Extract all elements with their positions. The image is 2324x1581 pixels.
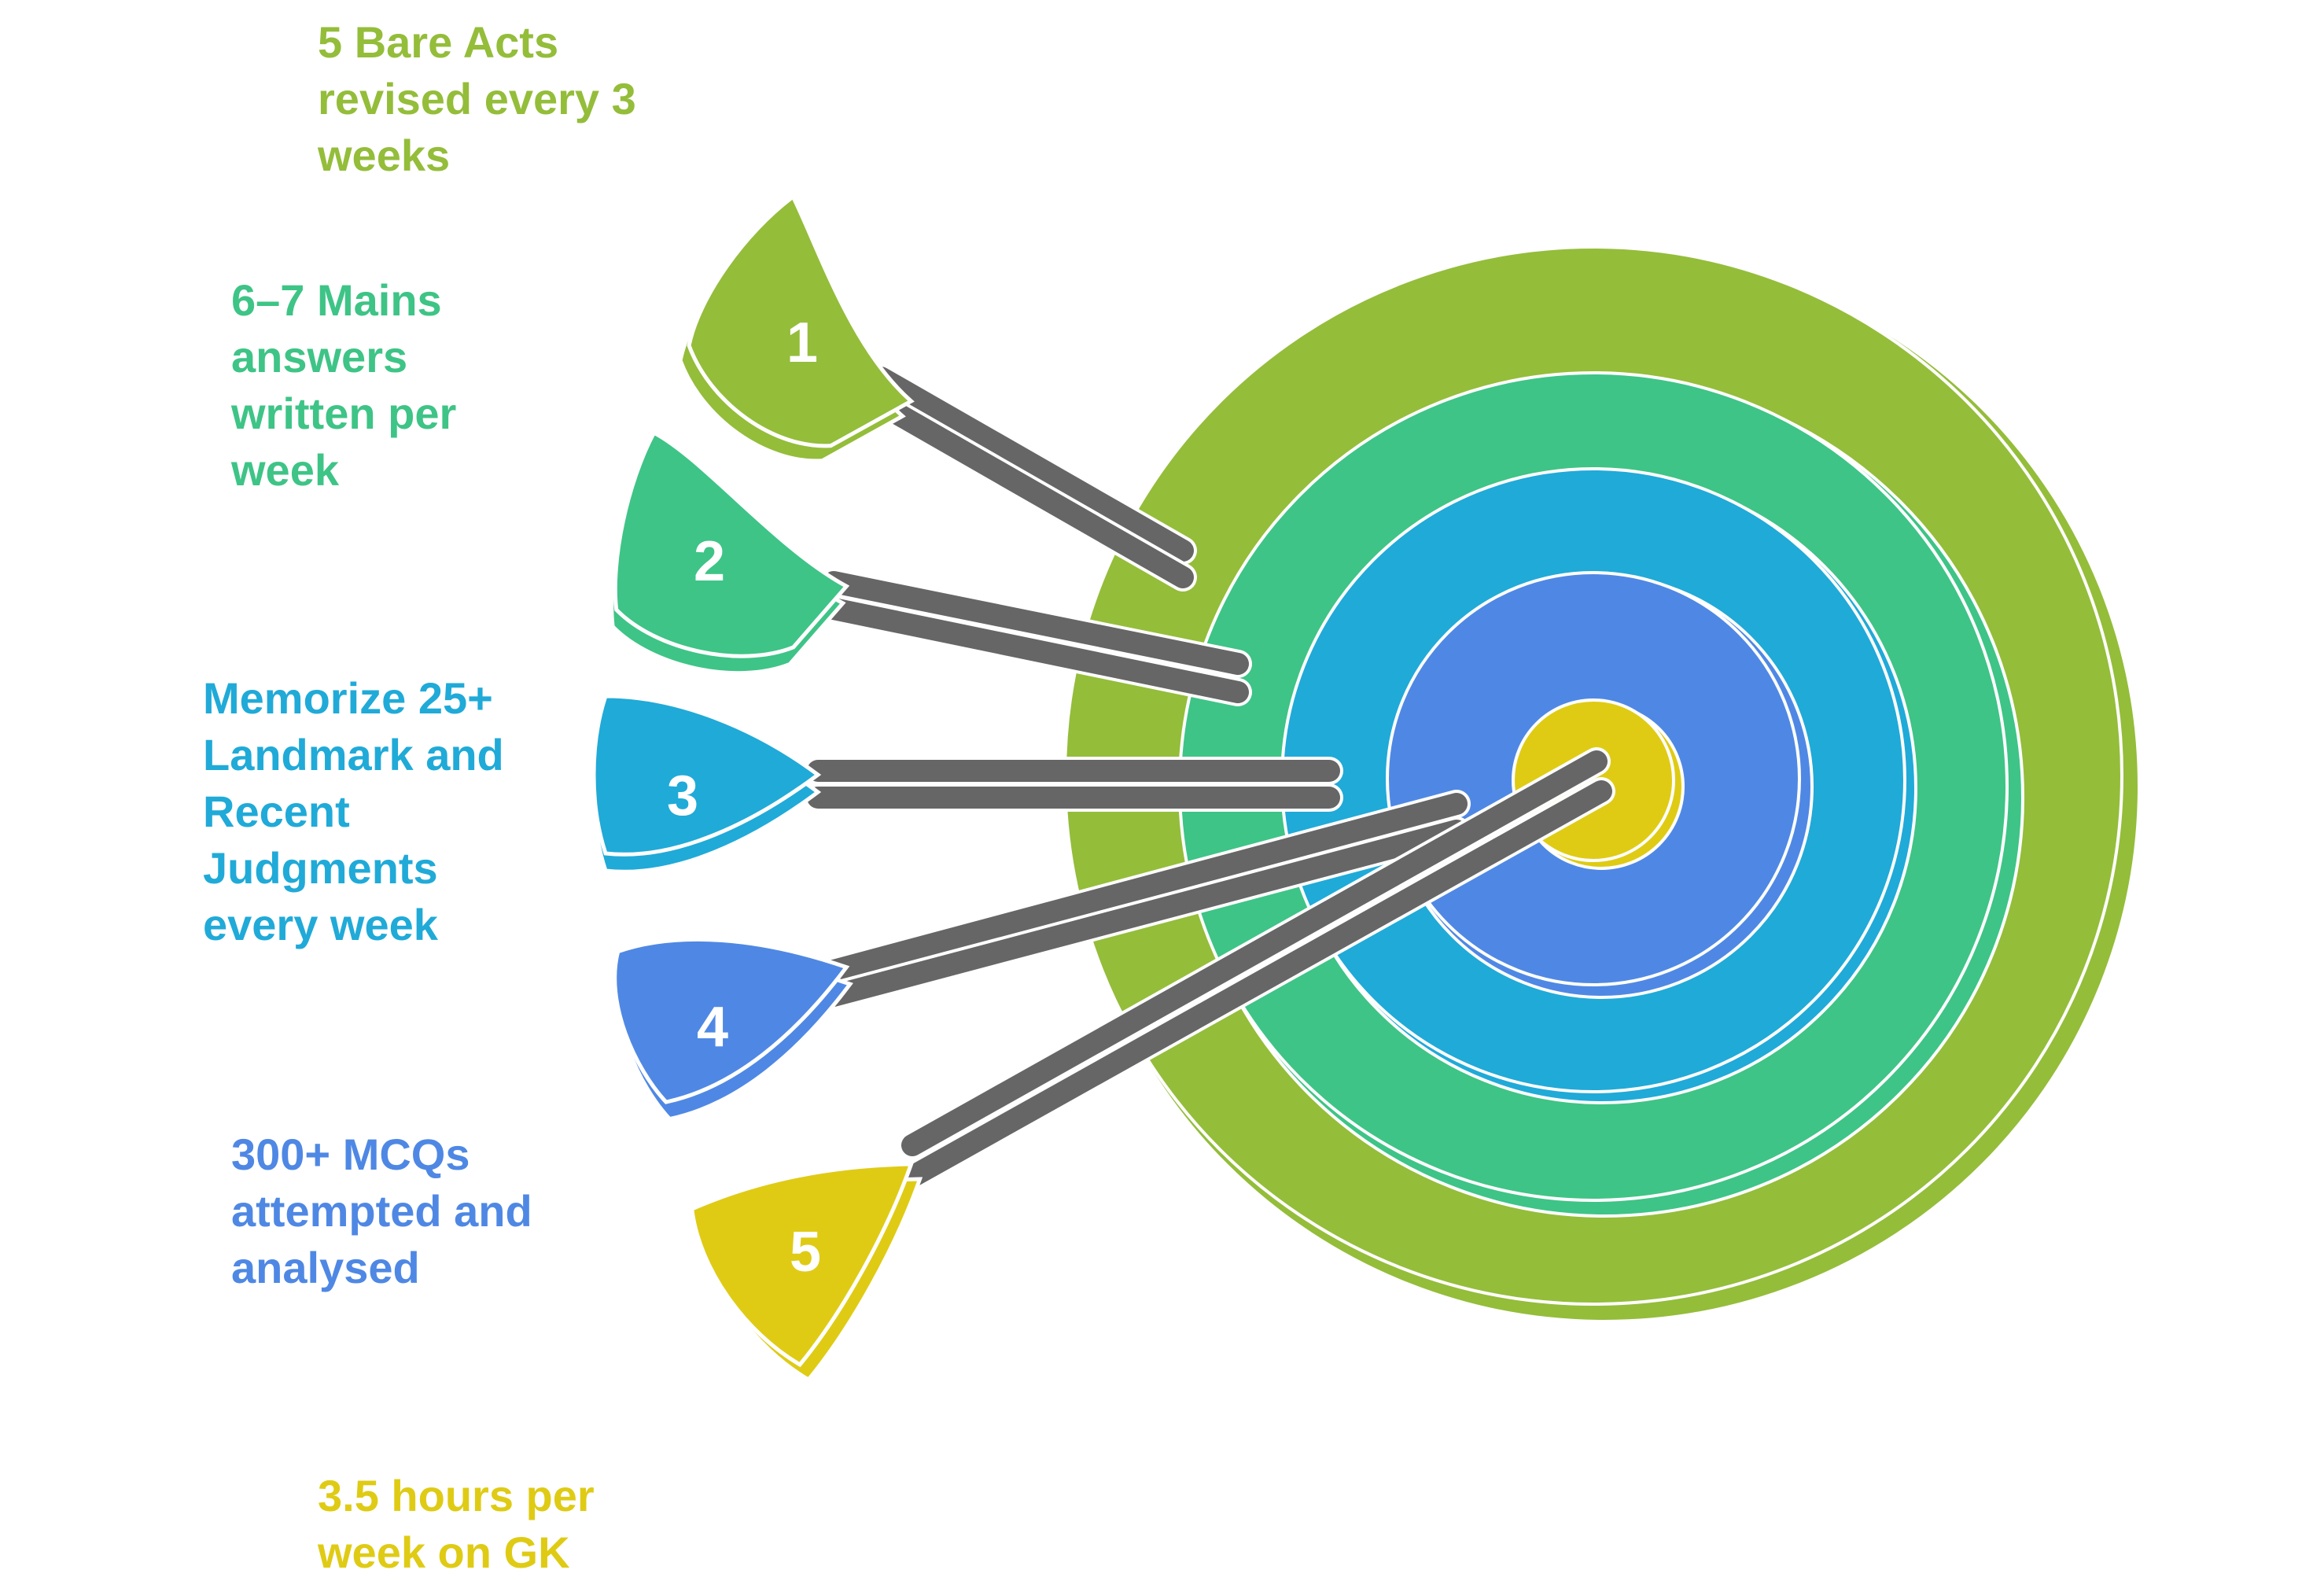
label-dart-2: 6–7 Mains answers written per week — [231, 275, 457, 495]
dart-3: 3 — [591, 694, 1343, 874]
dart-4: 4 — [613, 790, 1471, 1122]
dart-flight — [678, 193, 915, 463]
dart-flight — [690, 1162, 923, 1383]
dart-flight — [613, 937, 853, 1122]
dart-2: 2 — [610, 429, 1252, 706]
dart-number: 4 — [697, 996, 728, 1059]
dart-number: 5 — [790, 1221, 821, 1284]
label-dart-5: 3.5 hours per week on GK — [318, 1471, 595, 1577]
dart-shaft — [819, 790, 1471, 1010]
dart-shaft — [819, 568, 1252, 706]
dart-shaft — [804, 757, 1343, 812]
dart-flight — [610, 429, 850, 676]
dart-number: 1 — [786, 311, 818, 374]
dart-number: 2 — [694, 530, 725, 593]
dart-1: 1 — [678, 193, 1197, 591]
label-dart-4: 300+ MCQs attempted and analysed — [231, 1130, 532, 1292]
dart-number: 3 — [667, 765, 698, 827]
dart-shaft — [898, 747, 1615, 1191]
dart-flight — [591, 694, 822, 874]
label-dart-3: Memorize 25+ Landmark and Recent Judgmen… — [203, 673, 504, 949]
label-dart-1: 5 Bare Acts revised every 3 weeks — [318, 17, 636, 180]
dart-shaft — [867, 363, 1197, 591]
dart-5: 5 — [690, 747, 1615, 1383]
